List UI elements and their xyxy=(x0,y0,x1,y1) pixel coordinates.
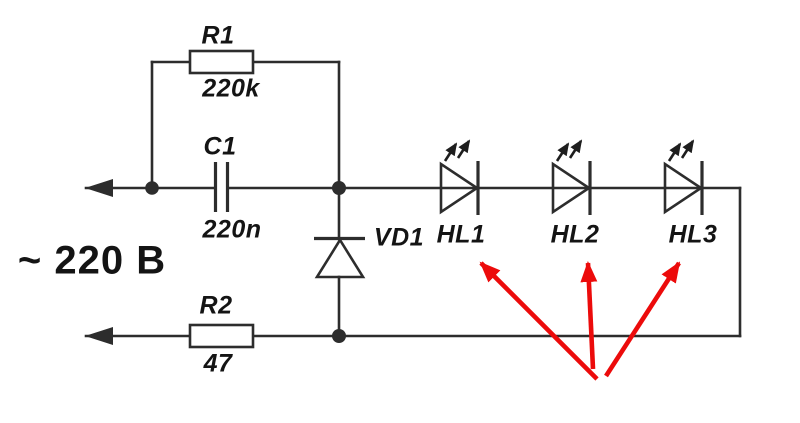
wires xyxy=(150,60,742,338)
resistor-r2-symbol xyxy=(188,323,255,349)
red-arrow-to-hl1-icon xyxy=(479,261,599,381)
junction-dot xyxy=(332,181,346,195)
r1-ref-label: R1 xyxy=(201,21,235,50)
ac-voltage-label: ~ 220 В xyxy=(17,238,167,283)
resistor-r1-symbol xyxy=(188,49,255,75)
c1-value-label: 220n xyxy=(202,215,262,244)
junction-dots xyxy=(145,181,346,343)
junction-dot xyxy=(332,329,346,343)
capacitor-c1-symbol xyxy=(213,162,230,212)
hl3-emission-arrow-icon xyxy=(680,139,695,159)
vd1-ref-label: VD1 xyxy=(373,223,425,252)
diode-vd1-symbol xyxy=(314,236,366,279)
hl2-emission-arrow-icon xyxy=(568,139,583,159)
hl1-emission-arrow-icon xyxy=(443,142,458,162)
red-arrow-to-hl2-icon xyxy=(580,261,598,370)
hl1-emission-arrow-icon xyxy=(456,139,471,159)
c1-ref-label: C1 xyxy=(203,132,237,161)
led-hl1-symbol xyxy=(439,139,480,215)
hl3-emission-arrow-icon xyxy=(667,142,682,162)
r1-value-label: 220k xyxy=(202,74,260,103)
hl2-emission-arrow-icon xyxy=(555,142,570,162)
junction-dot xyxy=(145,181,159,195)
hl2-triangle xyxy=(551,161,592,215)
hl1-ref-label: HL1 xyxy=(436,220,486,249)
vd1-triangle xyxy=(314,237,366,279)
hl3-ref-label: HL3 xyxy=(668,220,718,249)
ac-terminal-arrows xyxy=(84,179,192,345)
hl1-triangle xyxy=(439,161,480,215)
red-arrow-to-hl3-icon xyxy=(604,261,681,378)
r2-ref-label: R2 xyxy=(199,291,233,320)
led-hl3-symbol xyxy=(663,139,704,215)
r2-value-label: 47 xyxy=(203,349,233,378)
led-hl2-symbol xyxy=(551,139,592,215)
hl3-triangle xyxy=(663,161,704,215)
led-pointer-arrows xyxy=(479,261,681,381)
hl2-ref-label: HL2 xyxy=(550,220,600,249)
